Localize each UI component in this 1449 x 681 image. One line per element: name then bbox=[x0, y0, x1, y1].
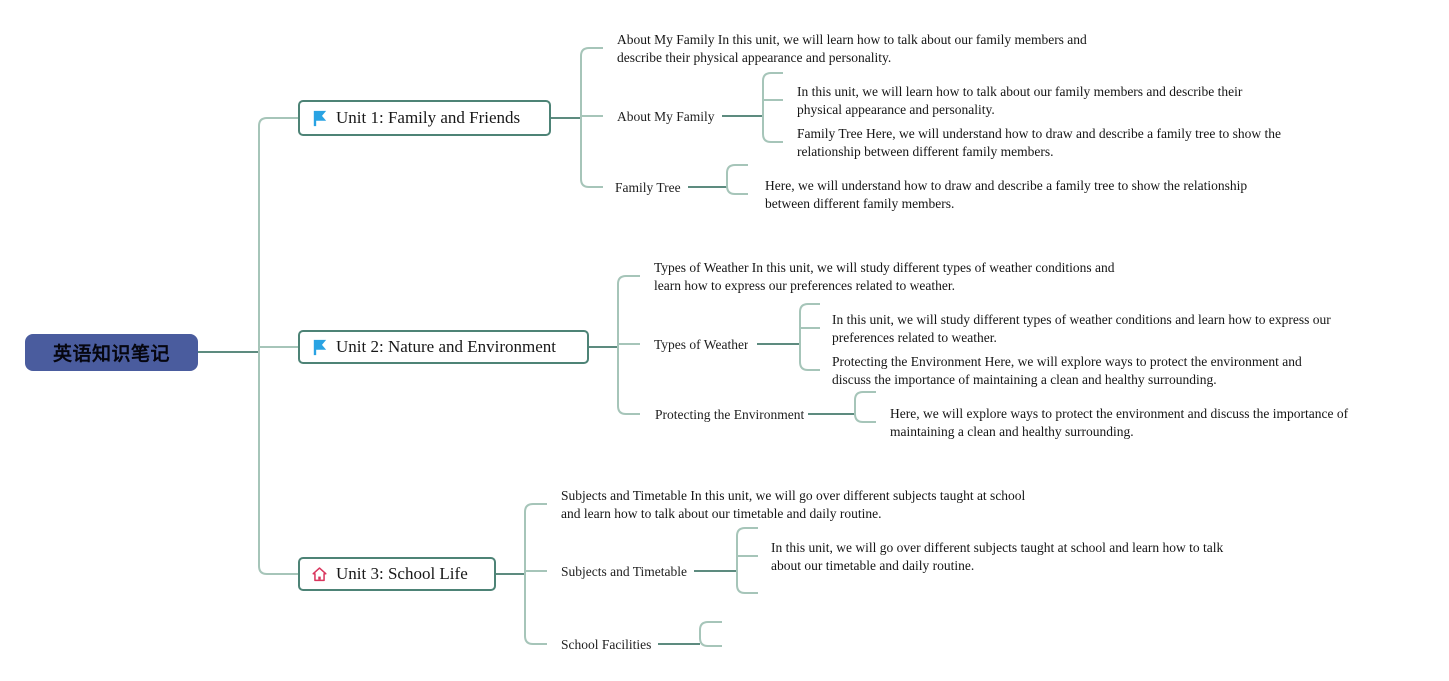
flag-icon bbox=[310, 109, 329, 128]
unit2-note[interactable]: Types of Weather In this unit, we will s… bbox=[654, 260, 1115, 293]
family-tree-note[interactable]: Here, we will understand how to draw and… bbox=[765, 178, 1248, 211]
unit3-note[interactable]: Subjects and Timetable In this unit, we … bbox=[561, 488, 1026, 521]
subtopic-types-of-weather[interactable]: Types of Weather bbox=[654, 337, 749, 352]
root-topic-label: 英语知识笔记 bbox=[52, 344, 170, 365]
unit3-topic[interactable]: Unit 3: School Life bbox=[298, 557, 496, 591]
flag-icon bbox=[310, 338, 329, 357]
subtopic-school-facilities[interactable]: School Facilities bbox=[561, 637, 652, 652]
types-of-weather-note-2[interactable]: Protecting the Environment Here, we will… bbox=[832, 354, 1302, 387]
unit1-note[interactable]: About My Family In this unit, we will le… bbox=[617, 32, 1087, 65]
unit1-label: Unit 1: Family and Friends bbox=[336, 108, 521, 127]
subtopic-about-my-family[interactable]: About My Family bbox=[617, 109, 715, 124]
unit3-label: Unit 3: School Life bbox=[336, 564, 468, 583]
types-of-weather-note-1[interactable]: In this unit, we will study different ty… bbox=[832, 312, 1331, 345]
subtopic-family-tree[interactable]: Family Tree bbox=[615, 180, 681, 195]
unit2-topic[interactable]: Unit 2: Nature and Environment bbox=[298, 330, 589, 364]
subtopic-protecting-environment[interactable]: Protecting the Environment bbox=[655, 407, 805, 422]
about-my-family-note-2[interactable]: Family Tree Here, we will understand how… bbox=[797, 126, 1282, 159]
protecting-environment-note[interactable]: Here, we will explore ways to protect th… bbox=[890, 406, 1349, 439]
house-icon bbox=[310, 565, 329, 584]
subjects-timetable-note[interactable]: In this unit, we will go over different … bbox=[771, 540, 1224, 573]
unit1-topic[interactable]: Unit 1: Family and Friends bbox=[298, 100, 551, 136]
unit2-label: Unit 2: Nature and Environment bbox=[336, 337, 557, 356]
about-my-family-note-1[interactable]: In this unit, we will learn how to talk … bbox=[797, 84, 1243, 117]
root-topic[interactable]: 英语知识笔记 bbox=[25, 334, 198, 371]
subtopic-subjects-timetable[interactable]: Subjects and Timetable bbox=[561, 564, 687, 579]
